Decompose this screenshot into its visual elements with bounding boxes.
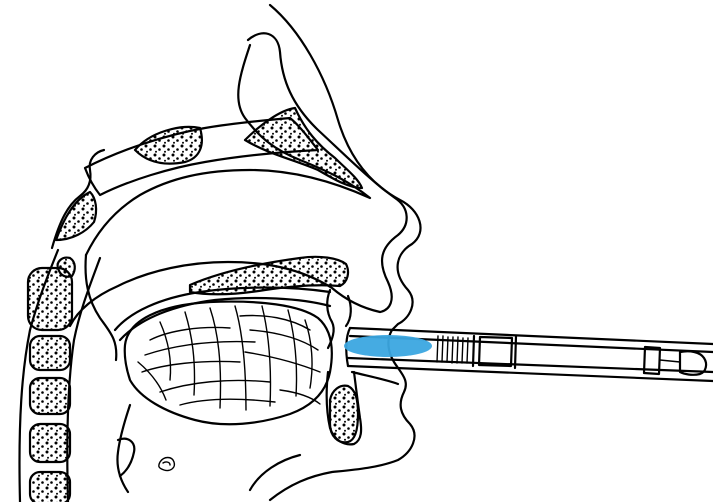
vertebra-2 bbox=[30, 336, 70, 370]
inhaler-segment-divider bbox=[515, 336, 516, 368]
atlas bbox=[58, 258, 75, 277]
sphenoid-bone bbox=[135, 127, 202, 164]
vertebra-4 bbox=[30, 424, 70, 462]
spray-plume bbox=[344, 335, 432, 357]
inhaler-plunger-line bbox=[660, 360, 680, 362]
vertebra-3 bbox=[30, 378, 70, 414]
lower-jaw-bone bbox=[330, 386, 358, 443]
vertebra-5 bbox=[30, 472, 70, 502]
hyoid-bone bbox=[159, 458, 175, 471]
pharynx-wall bbox=[86, 255, 117, 360]
hyoid-area bbox=[118, 439, 134, 476]
tongue bbox=[125, 302, 332, 425]
tongue-muscle-fibers bbox=[138, 306, 320, 410]
mouth-floor bbox=[117, 405, 130, 492]
lower-lip bbox=[352, 372, 398, 384]
upper-lip-inner bbox=[346, 296, 351, 326]
